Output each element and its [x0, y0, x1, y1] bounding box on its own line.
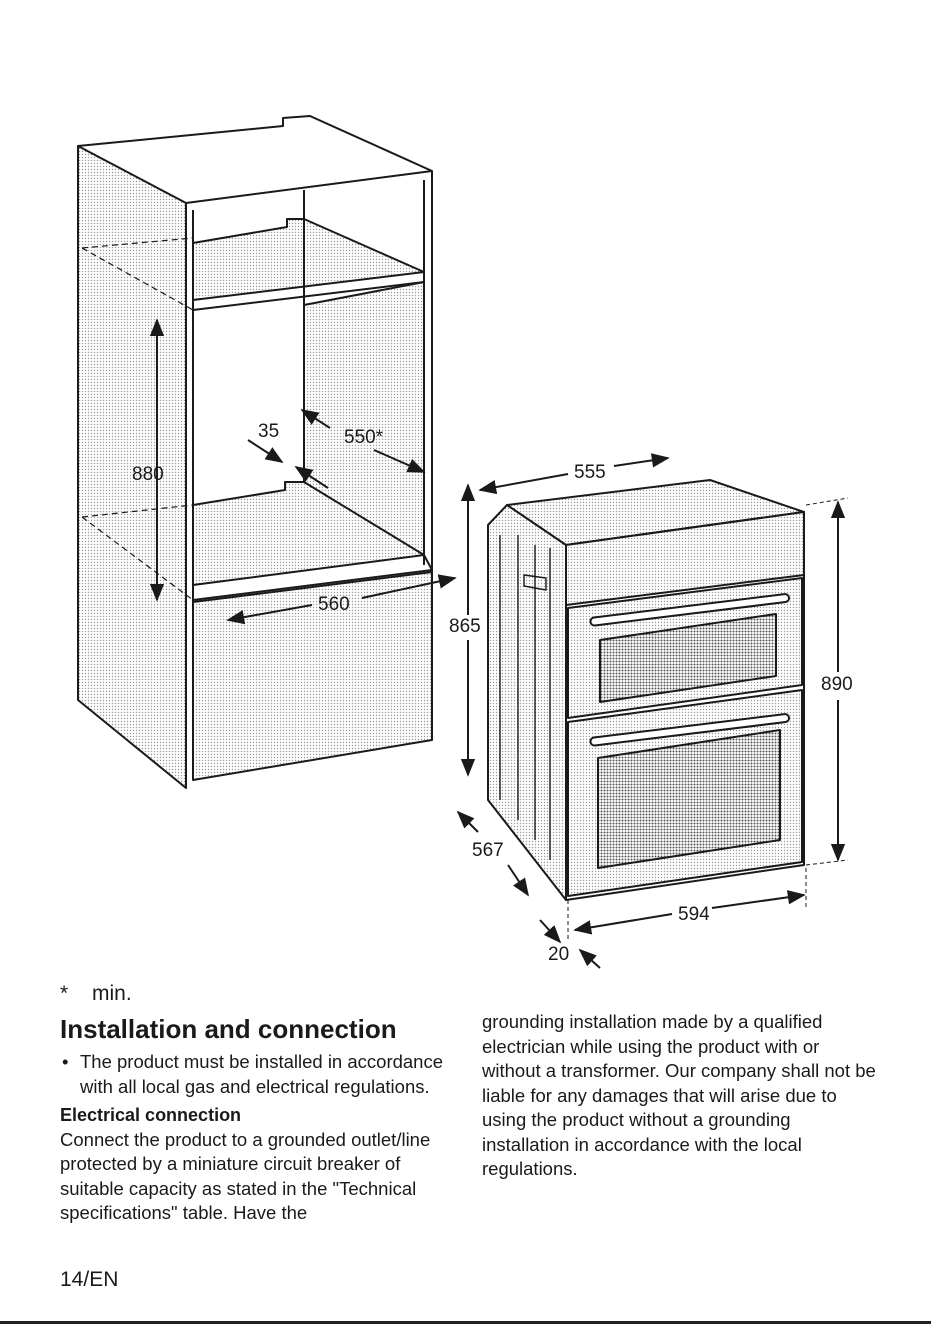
paragraph-left: Connect the product to a grounded outlet…: [60, 1128, 431, 1224]
dim-oven-panel: 20: [548, 944, 569, 965]
page-number: 14/EN: [60, 1268, 119, 1291]
cabinet-dimensions: [149, 318, 457, 625]
dim-cabinet-depth: 550*: [344, 427, 384, 448]
bullet-icon: •: [62, 1051, 69, 1072]
bullet-text: The product must be installed in accorda…: [80, 1051, 444, 1097]
subheading-electrical-connection: Electrical connection: [60, 1105, 242, 1125]
dim-cabinet-width: 560: [318, 594, 350, 615]
footnote-text: min.: [92, 982, 132, 1005]
left-column: Installation and connection • The produc…: [60, 1012, 460, 1226]
dim-oven-width: 555: [574, 462, 606, 483]
dim-oven-height-body: 865: [449, 616, 481, 637]
dim-cabinet-height: 880: [132, 464, 164, 485]
dim-oven-height-total: 890: [821, 674, 853, 695]
section-title: Installation and connection: [60, 1014, 397, 1044]
paragraph-right: grounding installation made by a qualifi…: [482, 1011, 876, 1179]
installation-diagram: 880 35 550* 560: [77, 115, 853, 969]
cabinet-drawing: [77, 115, 433, 789]
dim-oven-depth: 567: [472, 840, 504, 861]
dim-cabinet-gap: 35: [258, 421, 279, 442]
footnote: * min.: [60, 982, 132, 1006]
bullet-item: • The product must be installed in accor…: [60, 1050, 460, 1099]
oven-drawing: [487, 479, 805, 901]
oven-dimensions: [456, 453, 849, 969]
bottom-rule: [0, 1321, 931, 1324]
footnote-mark: *: [60, 982, 69, 1005]
right-column: grounding installation made by a qualifi…: [482, 1010, 882, 1182]
dim-oven-front-width: 594: [678, 904, 710, 925]
